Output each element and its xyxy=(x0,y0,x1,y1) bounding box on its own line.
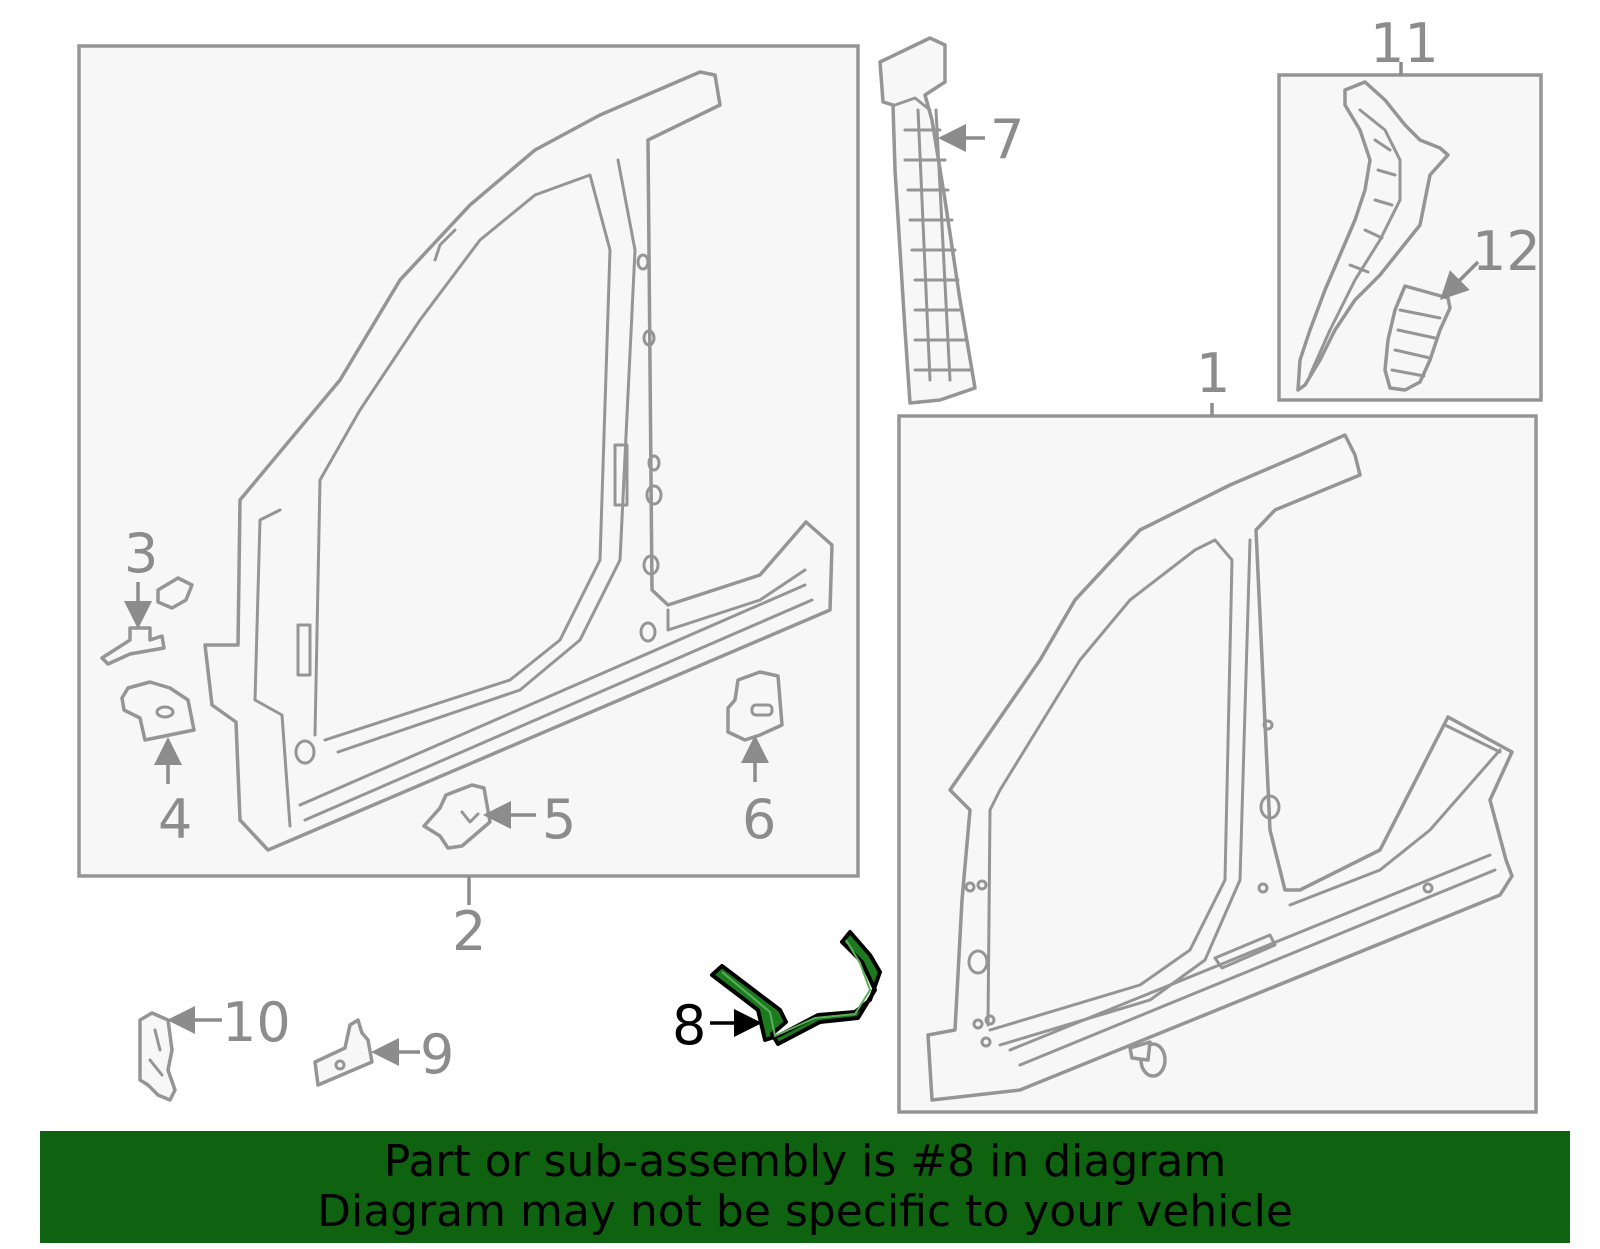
callout-8: 8 xyxy=(672,994,706,1057)
callout-11: 11 xyxy=(1370,12,1439,75)
callout-3: 3 xyxy=(124,522,158,585)
banner-line-1: Part or sub-assembly is #8 in diagram xyxy=(383,1136,1227,1187)
callout-10: 10 xyxy=(222,991,291,1054)
callout-12: 12 xyxy=(1472,220,1541,283)
part-8-highlighted xyxy=(710,930,882,1046)
part-7-pillar-reinforcement xyxy=(878,36,985,405)
part-2-outer-panel xyxy=(203,70,834,852)
grommet-part xyxy=(1128,1040,1167,1078)
callout-6: 6 xyxy=(742,788,776,851)
part-1-inner-panel xyxy=(926,433,1514,1102)
callout-4: 4 xyxy=(158,788,192,851)
part-5-bracket xyxy=(422,783,536,850)
part-6-bracket xyxy=(726,670,784,782)
callout-5: 5 xyxy=(542,788,576,851)
part-3-bracket xyxy=(100,576,194,666)
callout-2: 2 xyxy=(452,900,486,963)
part-4-bracket xyxy=(120,680,196,784)
part-11-inner-pillar xyxy=(1296,80,1450,392)
info-banner: Part or sub-assembly is #8 in diagram Di… xyxy=(40,1131,1570,1243)
callout-7: 7 xyxy=(990,108,1024,171)
part-9-bracket xyxy=(313,1018,420,1087)
banner-line-2: Diagram may not be specific to your vehi… xyxy=(317,1186,1293,1237)
callout-9: 9 xyxy=(420,1023,454,1086)
callout-1: 1 xyxy=(1196,342,1230,405)
part-12-bracket xyxy=(1383,260,1480,392)
part-10-bracket xyxy=(138,1006,222,1102)
